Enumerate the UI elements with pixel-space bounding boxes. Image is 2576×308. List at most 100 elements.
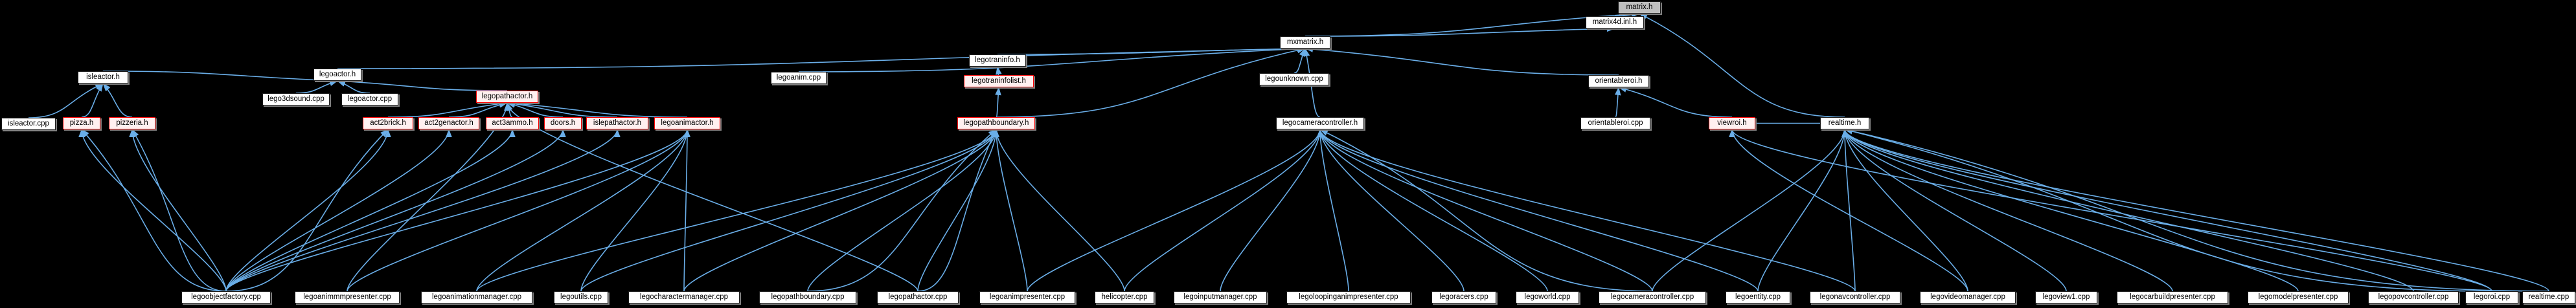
graph-node-legoroi-cpp[interactable]: legoroi.cpp [2465, 291, 2518, 303]
graph-node-legoentity-cpp[interactable]: legoentity.cpp [1726, 291, 1790, 303]
graph-node-legocarbuildpresenter-cpp[interactable]: legocarbuildpresenter.cpp [2117, 291, 2228, 303]
graph-edge [917, 129, 999, 292]
graph-node-legopathboundary-h[interactable]: legopathboundary.h [957, 117, 1035, 129]
graph-node-legoworld-cpp[interactable]: legoworld.cpp [1516, 291, 1579, 303]
graph-node-legoanim-cpp[interactable]: legoanim.cpp [771, 72, 826, 84]
graph-node-legoanimmmpresenter-cpp[interactable]: legoanimmmpresenter.cpp [295, 291, 400, 303]
graph-edge [129, 129, 227, 292]
graph-node-orientableroi-h[interactable]: orientableroi.h [1588, 75, 1649, 87]
graph-node-legopathactor-cpp[interactable]: legopathactor.cpp [877, 291, 959, 303]
graph-edge [1317, 129, 1856, 292]
graph-node-label: legopathactor.cpp [888, 292, 948, 301]
graph-edge [1317, 129, 1465, 292]
graph-edge [1841, 129, 1968, 292]
graph-node-legoanimactor-h[interactable]: legoanimactor.h [654, 117, 720, 129]
graph-node-legoinputmanager-cpp[interactable]: legoinputmanager.cpp [1174, 291, 1267, 303]
graph-node-legocameracontroller-cpp[interactable]: legocameracontroller.cpp [1599, 291, 1706, 303]
graph-node-pizzeria-h[interactable]: pizzeria.h [109, 117, 155, 129]
graph-node-legocameracontroller-h[interactable]: legocameracontroller.h [1276, 117, 1364, 129]
graph-edge [225, 129, 621, 292]
graph-node-isleactor-h[interactable]: isleactor.h [78, 71, 128, 83]
graph-edge [507, 102, 513, 118]
graph-edge [225, 129, 566, 292]
graph-edge [225, 129, 690, 292]
graph-edge [1841, 129, 2549, 292]
graph-node-legoracers-cpp[interactable]: legoracers.cpp [1431, 291, 1496, 303]
graph-node-legotraninfo-h[interactable]: legotraninfo.h [969, 54, 1026, 67]
graph-edge [347, 102, 510, 292]
graph-edge [1757, 129, 1848, 292]
graph-node-legovideomanager-cpp[interactable]: legovideomanager.cpp [1920, 291, 2016, 303]
graph-node-legoanimpresenter-cpp[interactable]: legoanimpresenter.cpp [979, 291, 1075, 303]
graph-node-legoactor-cpp[interactable]: legoactor.cpp [341, 93, 398, 105]
graph-edge [807, 129, 999, 292]
graph-edge [1639, 13, 1845, 118]
graph-edge [1317, 129, 1548, 292]
graph-edge [807, 129, 997, 292]
graph-node-matrix4d-inl-h[interactable]: matrix4d.inl.h [1586, 16, 1644, 28]
graph-node-label: legonavcontroller.cpp [1819, 292, 1891, 301]
graph-edge [1618, 86, 1733, 118]
graph-node-realtime-cpp[interactable]: realtime.cpp [2522, 291, 2575, 303]
graph-node-label: legoactor.h [319, 70, 356, 78]
graph-node-label: legomodelpresenter.cpp [2258, 292, 2338, 301]
graph-node-mxmatrix-h[interactable]: mxmatrix.h [1280, 36, 1330, 49]
graph-edge [1841, 129, 2299, 292]
graph-edge [337, 45, 1306, 69]
graph-node-label: viewroi.h [1717, 118, 1747, 127]
graph-node-pizza-h[interactable]: pizza.h [63, 117, 100, 129]
graph-node-legotraninfolist-h[interactable]: legotraninfolist.h [964, 75, 1034, 87]
graph-node-label: legovideomanager.cpp [1930, 292, 2005, 301]
graph-node-act2genactor-h[interactable]: act2genactor.h [418, 117, 479, 129]
graph-edge [1305, 25, 1615, 37]
graph-node-label: legoanimmmpresenter.cpp [303, 292, 391, 301]
graph-edge [1841, 129, 2492, 292]
graph-node-legopathboundary-cpp[interactable]: legopathboundary.cpp [759, 291, 856, 303]
graph-edge [337, 80, 370, 94]
graph-node-legoutils-cpp[interactable]: legoutils.cpp [554, 291, 608, 303]
graph-node-label: islepathactor.h [593, 118, 642, 127]
graph-node-orientableroi-cpp[interactable]: orientableroi.cpp [1580, 117, 1650, 129]
graph-node-legoloopinganimpresenter-cpp[interactable]: legoloopinganimpresenter.cpp [1286, 291, 1411, 303]
graph-node-lego3dsound-cpp[interactable]: lego3dsound.cpp [262, 93, 330, 105]
graph-node-legoactor-h[interactable]: legoactor.h [313, 69, 361, 81]
graph-edge [1294, 48, 1306, 74]
graph-node-act3ammo-h[interactable]: act3ammo.h [486, 117, 539, 129]
graph-node-legopovcontroller-cpp[interactable]: legopovcontroller.cpp [2368, 291, 2459, 303]
graph-node-realtime-h[interactable]: realtime.h [1820, 117, 1869, 129]
graph-node-matrix-h[interactable]: matrix.h [1618, 1, 1661, 14]
graph-node-legopathactor-h[interactable]: legopathactor.h [476, 91, 538, 103]
graph-node-viewroi-h[interactable]: viewroi.h [1709, 117, 1755, 129]
graph-edge [507, 100, 618, 118]
graph-node-label: act2genactor.h [424, 118, 473, 127]
graph-edge [347, 129, 690, 292]
graph-edge [1317, 129, 1759, 292]
graph-node-label: legoanim.cpp [776, 73, 821, 82]
graph-node-legounknown-cpp[interactable]: legounknown.cpp [1259, 73, 1329, 85]
graph-node-legocharactermanager-cpp[interactable]: legocharactermanager.cpp [628, 291, 740, 303]
graph-edge [504, 102, 918, 292]
graph-node-helicopter-cpp[interactable]: helicopter.cpp [1095, 291, 1154, 303]
graph-edge [1841, 129, 2173, 292]
graph-node-label: orientableroi.cpp [1588, 118, 1643, 127]
graph-node-isleactor-cpp[interactable]: isleactor.cpp [1, 118, 56, 130]
graph-node-legoobjectfactory-cpp[interactable]: legoobjectfactory.cpp [181, 291, 271, 303]
graph-node-label: realtime.cpp [2528, 292, 2570, 301]
graph-node-doors-h[interactable]: doors.h [544, 117, 582, 129]
graph-node-legoview1-cpp[interactable]: legoview1.cpp [2035, 291, 2097, 303]
graph-edge [102, 83, 133, 118]
graph-node-label: matrix.h [1626, 3, 1653, 11]
graph-edge [1319, 129, 1653, 292]
graph-node-legoanimationmanager-cpp[interactable]: legoanimationmanager.cpp [421, 291, 532, 303]
graph-node-label: legocameracontroller.cpp [1610, 292, 1694, 301]
graph-edge [995, 87, 1001, 118]
graph-edge [1317, 129, 1349, 292]
graph-node-legomodelpresenter-cpp[interactable]: legomodelpresenter.cpp [2248, 291, 2349, 303]
graph-node-label: realtime.h [1828, 118, 1862, 127]
graph-node-islepathactor-h[interactable]: islepathactor.h [586, 117, 648, 129]
graph-edge [1124, 129, 1323, 292]
graph-edge [1844, 128, 2549, 292]
graph-node-act2brick-h[interactable]: act2brick.h [363, 117, 413, 129]
graph-node-legonavcontroller-cpp[interactable]: legonavcontroller.cpp [1810, 291, 1900, 303]
